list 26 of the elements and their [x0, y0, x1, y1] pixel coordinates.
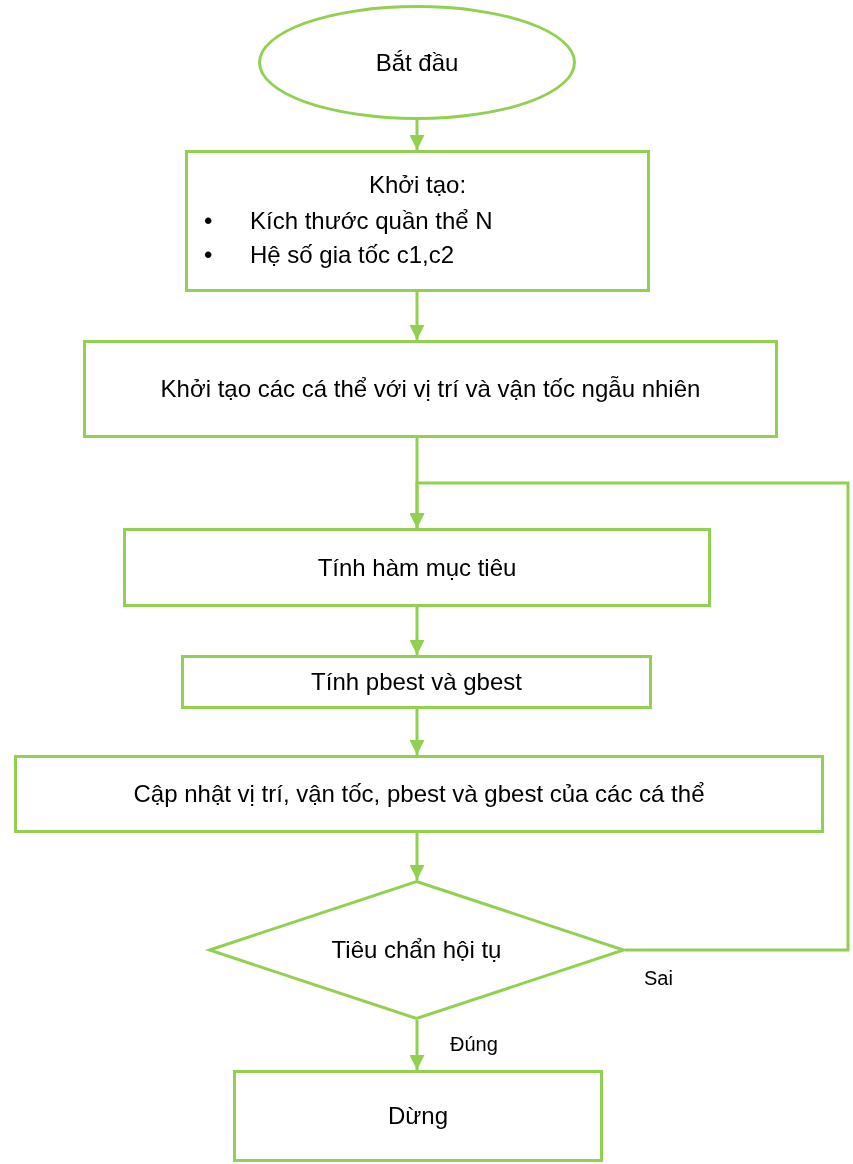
bullet-item: Hệ số gia tốc c1,c2 [250, 240, 456, 270]
node-text: Bắt đầu [375, 47, 459, 78]
process-box [233, 1070, 603, 1162]
arrow [409, 709, 425, 755]
process-box [14, 755, 824, 833]
node-text: Dừng [387, 1101, 449, 1131]
edge-label: Đúng [450, 1033, 498, 1056]
process-box [185, 150, 650, 292]
arrow [409, 120, 425, 150]
arrow [409, 607, 425, 655]
process-box [123, 528, 711, 607]
arrow [409, 833, 425, 880]
arrow [409, 1020, 425, 1070]
bullet-item: Kích thước quần thể N [250, 206, 493, 237]
node-text: Tính hàm mục tiêu [317, 552, 517, 583]
node-text: Khởi tạo các cá thể với vị trí và vận tốc ngẫu nhiên [160, 374, 701, 404]
node-text: Cập nhật vị trí, vận tốc, pbest và gbest của các cá thể [133, 779, 705, 809]
process-box [181, 655, 652, 709]
box-heading: Khởi tạo: [368, 170, 467, 201]
bullet-marker: • [204, 206, 214, 237]
bullet-marker: • [204, 240, 214, 270]
decision-text: Tiêu chẩn hội tụ [330, 935, 503, 966]
arrow [409, 292, 425, 340]
arrow [409, 481, 850, 952]
node-text: Tính pbest và gbest [311, 667, 522, 697]
process-box [83, 340, 778, 438]
